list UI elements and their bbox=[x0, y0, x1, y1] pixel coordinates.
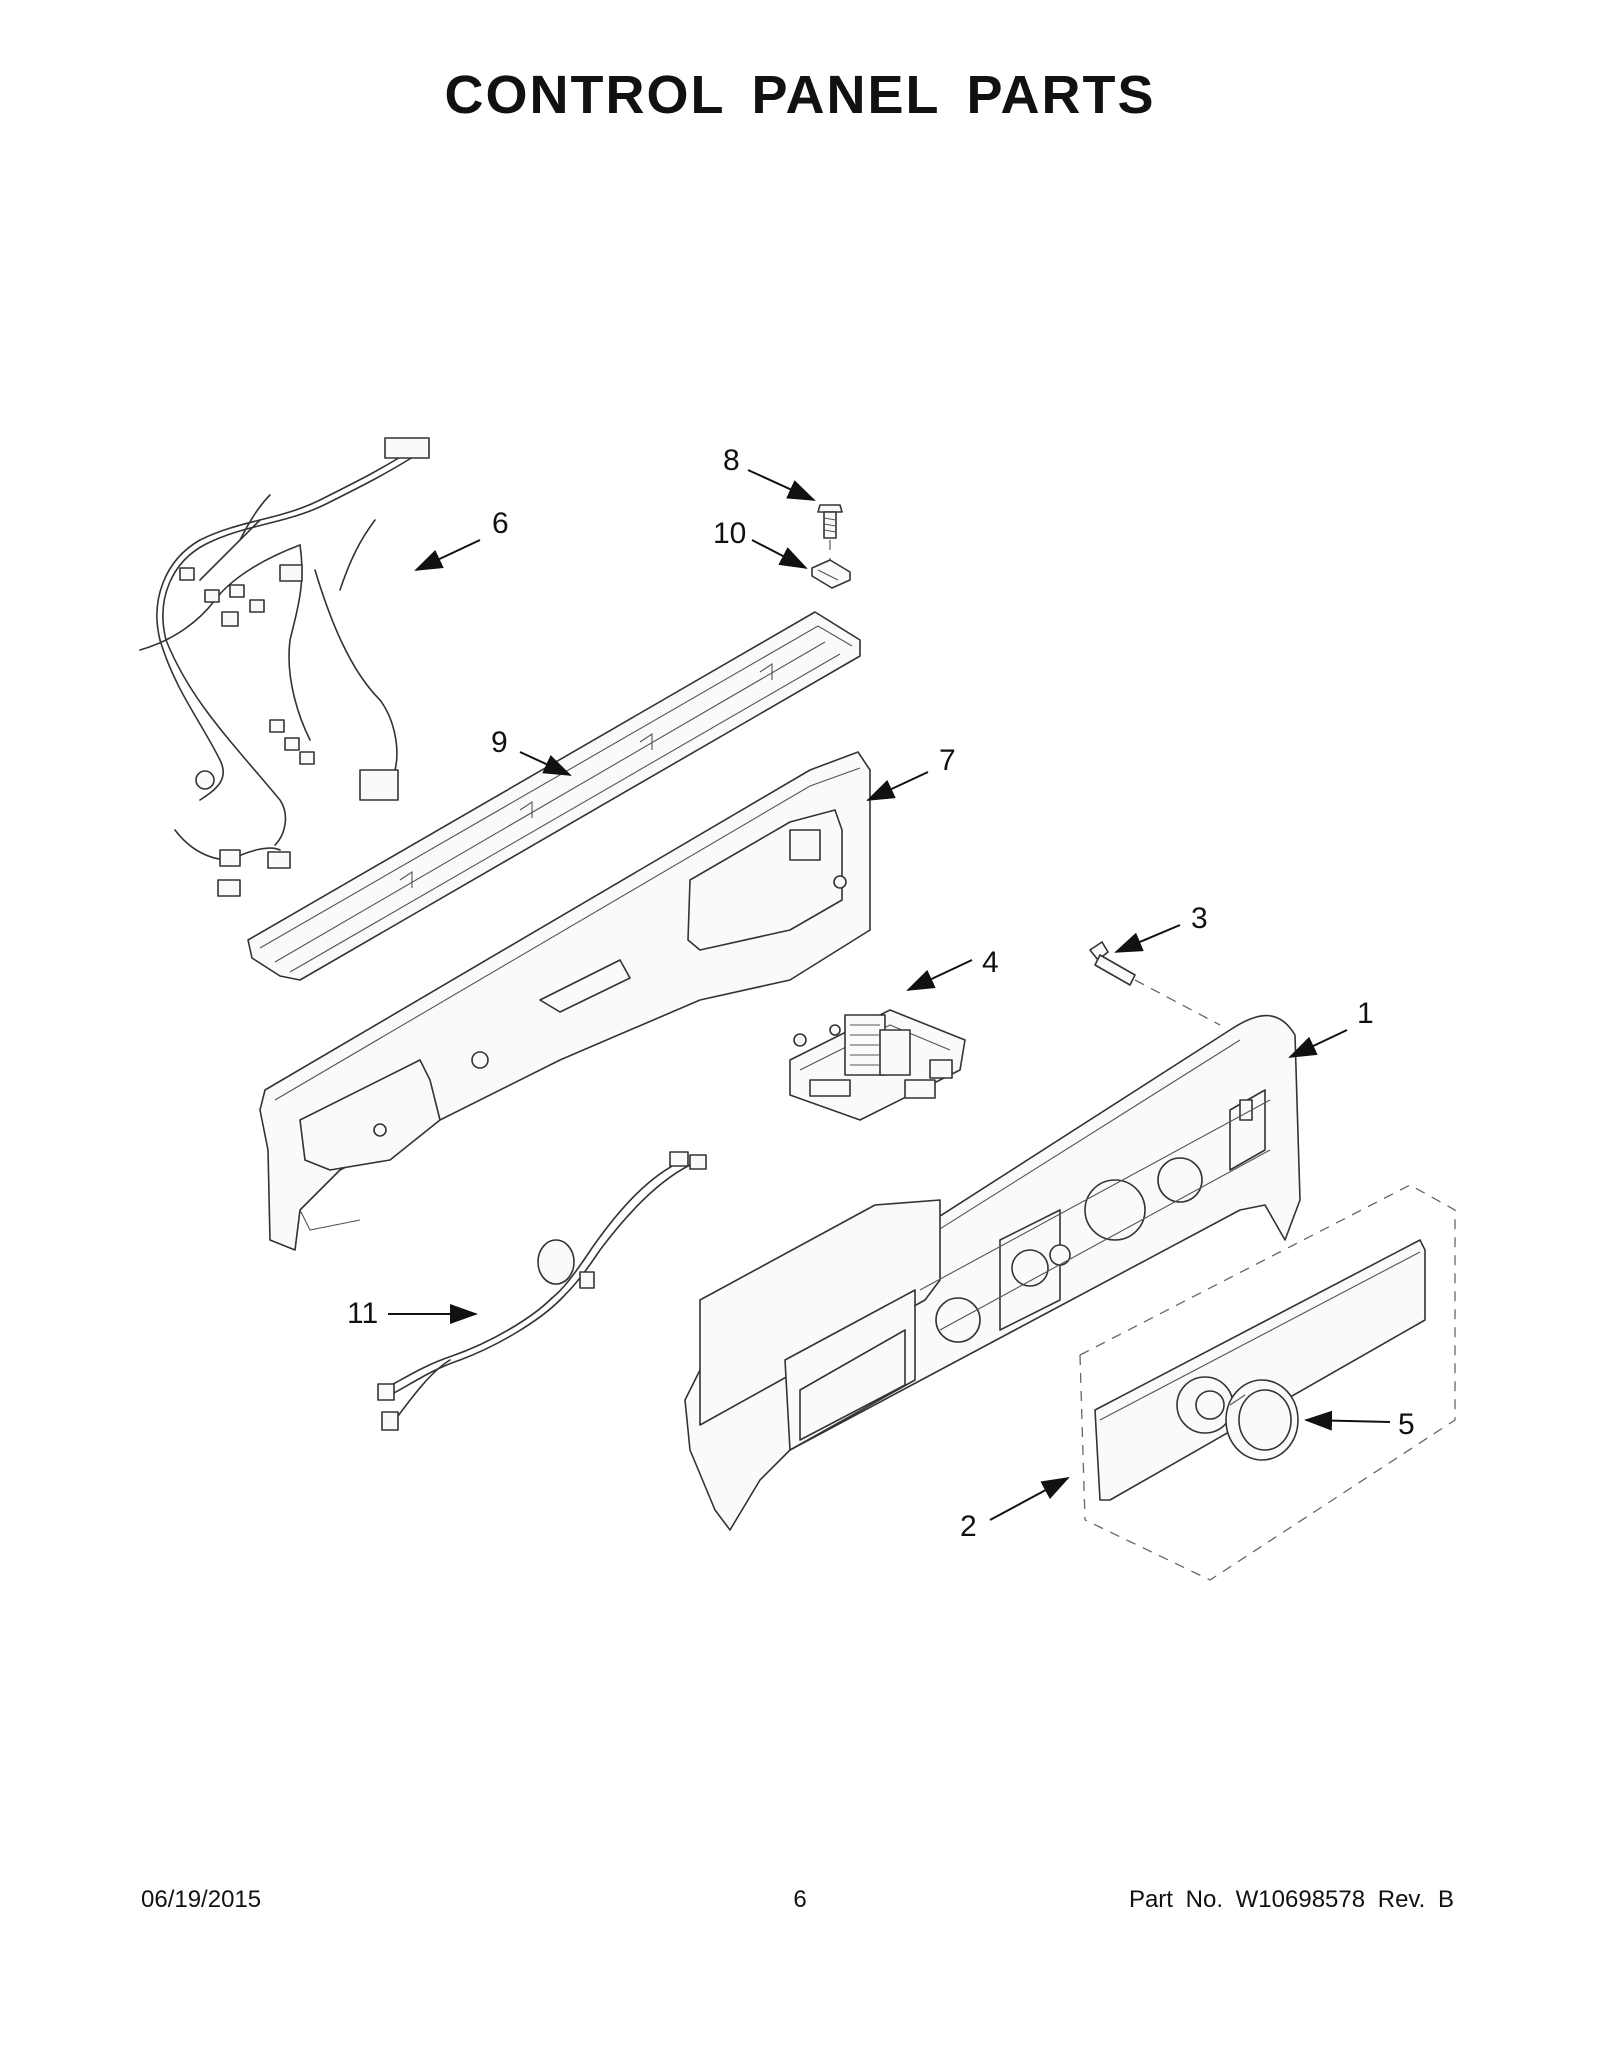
callout-label-7: 7 bbox=[939, 744, 956, 777]
callout-label-9: 9 bbox=[491, 726, 508, 759]
leader-arrow-7 bbox=[866, 771, 929, 801]
page-title: CONTROL PANEL PARTS bbox=[444, 65, 1156, 125]
screw-part-3 bbox=[1089, 941, 1221, 1026]
front-overlay-part-2 bbox=[1079, 1184, 1456, 1581]
leader-arrow-4 bbox=[906, 959, 973, 991]
leader-arrow-3 bbox=[1114, 924, 1181, 953]
callout-label-5: 5 bbox=[1398, 1408, 1415, 1441]
leader-arrow-2 bbox=[989, 1477, 1070, 1521]
leader-arrow-6 bbox=[414, 539, 481, 571]
panel-bracket-part-7 bbox=[259, 751, 871, 1251]
callout-label-6: 6 bbox=[492, 507, 509, 540]
knob-part-5 bbox=[1225, 1379, 1299, 1461]
leader-arrow-1 bbox=[1288, 1029, 1348, 1058]
top-bracket-part-9 bbox=[247, 611, 861, 981]
screw-part-8 bbox=[817, 504, 843, 575]
callout-label-4: 4 bbox=[982, 946, 999, 979]
clip-part-10 bbox=[811, 559, 851, 589]
footer-part-number: Part No. W10698578 Rev. B bbox=[1128, 1886, 1454, 1913]
callout-label-11: 11 bbox=[347, 1297, 378, 1330]
callout-label-2: 2 bbox=[960, 1510, 977, 1543]
harness-part-11 bbox=[377, 1151, 707, 1431]
footer-date: 06/19/2015 bbox=[141, 1886, 262, 1913]
callout-label-3: 3 bbox=[1191, 902, 1208, 935]
leader-arrow-8 bbox=[747, 469, 816, 501]
footer-page-number: 6 bbox=[793, 1886, 807, 1913]
control-board-part-4 bbox=[789, 1009, 966, 1121]
leader-arrow-5 bbox=[1304, 1410, 1391, 1431]
console-part-1 bbox=[684, 1014, 1301, 1531]
leader-arrow-9 bbox=[519, 751, 572, 776]
callout-label-10: 10 bbox=[713, 517, 746, 550]
callout-label-1: 1 bbox=[1357, 997, 1374, 1030]
leader-arrow-10 bbox=[751, 539, 808, 569]
callout-label-8: 8 bbox=[723, 444, 740, 477]
wire-harness-part-6 bbox=[139, 437, 430, 897]
